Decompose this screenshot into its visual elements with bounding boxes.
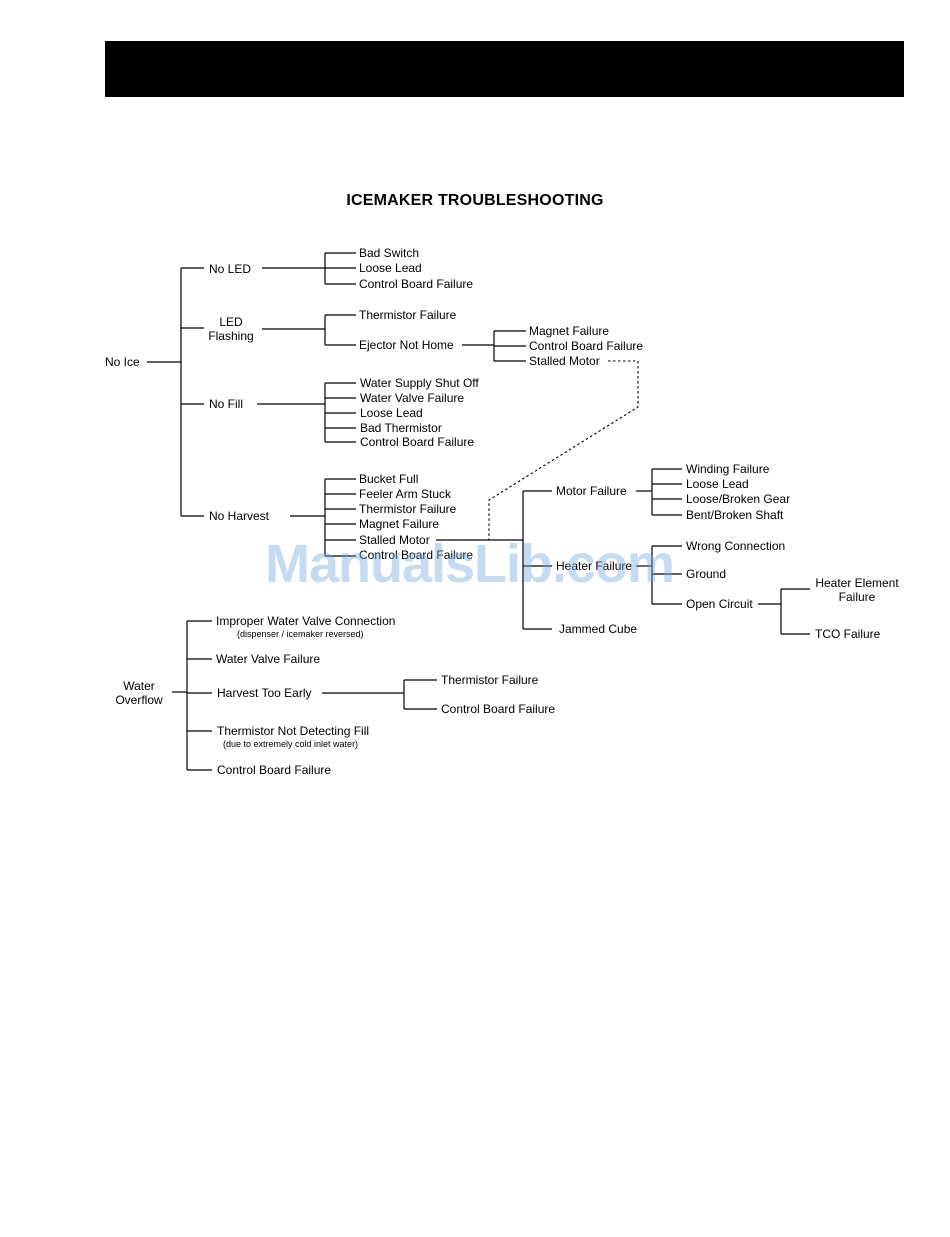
header-bar <box>105 41 904 97</box>
cause-loose-lead: Loose Lead <box>359 261 422 275</box>
cause-thermistor-failure: Thermistor Failure <box>359 308 457 322</box>
node-no-harvest: No Harvest <box>209 509 270 523</box>
cause-control-board: Control Board Failure <box>441 702 556 716</box>
node-stalled-motor: Stalled Motor <box>359 533 430 547</box>
cause-winding-failure: Winding Failure <box>686 462 770 476</box>
cause-loose-lead: Loose Lead <box>360 406 423 420</box>
cause-control-board: Control Board Failure <box>217 763 332 777</box>
cause-thermistor-not-detecting-fill: Thermistor Not Detecting Fill <box>217 724 370 738</box>
node-heater-failure: Heater Failure <box>556 559 633 573</box>
node-water-overflow: Water Overflow <box>115 679 163 707</box>
cause-bucket-full: Bucket Full <box>359 472 419 486</box>
cause-tco-failure: TCO Failure <box>815 627 881 641</box>
node-motor-failure: Motor Failure <box>556 484 627 498</box>
page-title: ICEMAKER TROUBLESHOOTING <box>346 192 604 209</box>
node-ejector-not-home: Ejector Not Home <box>359 338 454 352</box>
cause-loose-broken-gear: Loose/Broken Gear <box>686 492 791 506</box>
cause-thermistor-failure: Thermistor Failure <box>359 502 457 516</box>
cause-control-board: Control Board Failure <box>359 548 474 562</box>
cause-jammed-cube: Jammed Cube <box>559 622 638 636</box>
cause-water-valve-failure: Water Valve Failure <box>360 391 465 405</box>
cause-control-board: Control Board Failure <box>359 277 474 291</box>
cause-bad-thermistor: Bad Thermistor <box>360 421 442 435</box>
cause-water-supply-shut-off: Water Supply Shut Off <box>360 376 479 390</box>
watermark: ManualsLib.com <box>265 534 675 594</box>
node-no-fill: No Fill <box>209 397 244 411</box>
cause-water-valve-failure: Water Valve Failure <box>216 652 321 666</box>
cause-improper-water-valve-connection: Improper Water Valve Connection <box>216 614 396 628</box>
cause-magnet-failure: Magnet Failure <box>359 517 440 531</box>
node-no-ice: No Ice <box>105 355 140 369</box>
cause-feeler-arm-stuck: Feeler Arm Stuck <box>359 487 452 501</box>
cause-control-board: Control Board Failure <box>529 339 644 353</box>
cause-wrong-connection: Wrong Connection <box>686 539 786 553</box>
cause-bad-switch: Bad Switch <box>359 246 420 260</box>
cause-loose-lead: Loose Lead <box>686 477 749 491</box>
cause-heater-element-failure: Heater Element Failure <box>815 576 899 604</box>
node-no-led: No LED <box>209 262 252 276</box>
cause-ground: Ground <box>686 567 727 581</box>
note-cold-inlet-water: (due to extremely cold inlet water) <box>223 739 359 749</box>
note-dispenser-reversed: (dispenser / icemaker reversed) <box>237 629 364 639</box>
node-led-flashing: LED Flashing <box>208 315 254 343</box>
cause-thermistor-failure: Thermistor Failure <box>441 673 539 687</box>
cause-bent-broken-shaft: Bent/Broken Shaft <box>686 508 784 522</box>
cause-stalled-motor: Stalled Motor <box>529 354 600 368</box>
cause-magnet-failure: Magnet Failure <box>529 324 610 338</box>
cause-control-board: Control Board Failure <box>360 435 475 449</box>
node-harvest-too-early: Harvest Too Early <box>217 686 312 700</box>
node-open-circuit: Open Circuit <box>686 597 753 611</box>
